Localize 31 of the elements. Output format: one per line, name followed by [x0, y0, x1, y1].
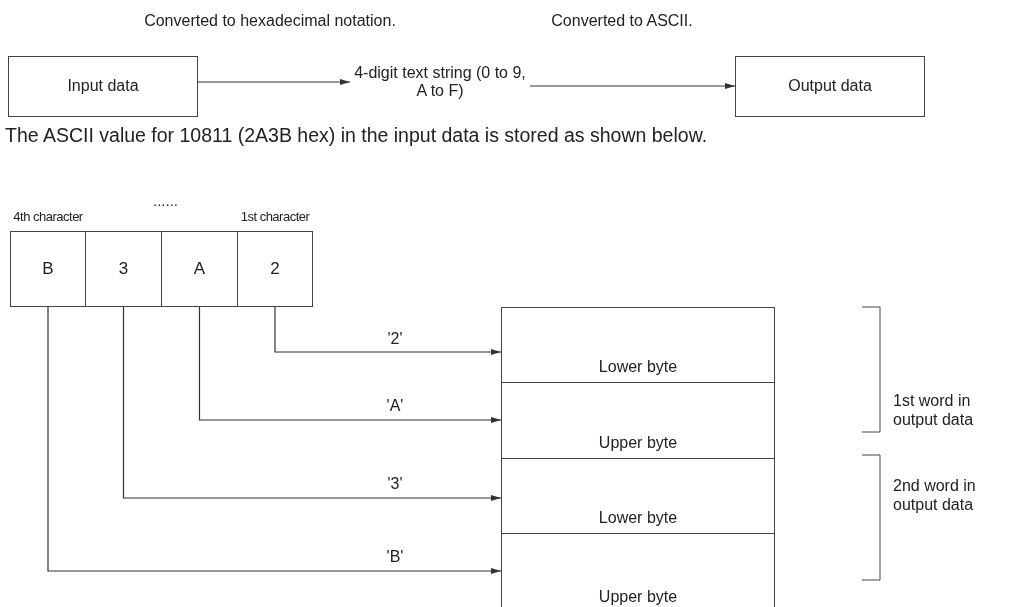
node-text: Lower byte — [598, 508, 678, 527]
byte-cell — [501, 382, 775, 459]
arrow — [529, 83, 736, 89]
node-text: Input data — [67, 77, 139, 96]
character-heading: 1st character — [239, 209, 311, 226]
arrow — [197, 79, 351, 85]
process-box — [8, 56, 198, 117]
node-text: B — [42, 259, 54, 279]
arrow — [122, 306, 502, 501]
node-text: 2 — [270, 259, 280, 279]
node-text: Lower byte — [598, 357, 678, 376]
node-text: Upper byte — [598, 433, 678, 452]
node-text: Upper byte — [598, 587, 678, 606]
node-text: Output data — [788, 77, 872, 96]
byte-cell — [501, 458, 775, 534]
node-text: 4-digit text string (0 to 9, A to F) — [353, 63, 527, 101]
description-text: The ASCII value for 10811 (2A3B hex) in the input data is stored as shown below. — [5, 124, 708, 148]
node-text: 3 — [118, 259, 129, 279]
byte-cell — [501, 533, 775, 607]
word-label: 1st word in output data — [893, 391, 975, 430]
character-cell — [85, 231, 162, 307]
process-box — [735, 56, 925, 117]
arrow — [274, 306, 502, 355]
character-cell — [161, 231, 238, 307]
word-label: 2nd word in output data — [893, 476, 977, 515]
node-text: A — [193, 259, 206, 279]
ellipsis-text: ...... — [153, 192, 178, 210]
arrow — [198, 306, 502, 423]
character-heading: 4th character — [12, 209, 84, 226]
arrow — [47, 306, 502, 574]
byte-cell — [501, 307, 775, 383]
